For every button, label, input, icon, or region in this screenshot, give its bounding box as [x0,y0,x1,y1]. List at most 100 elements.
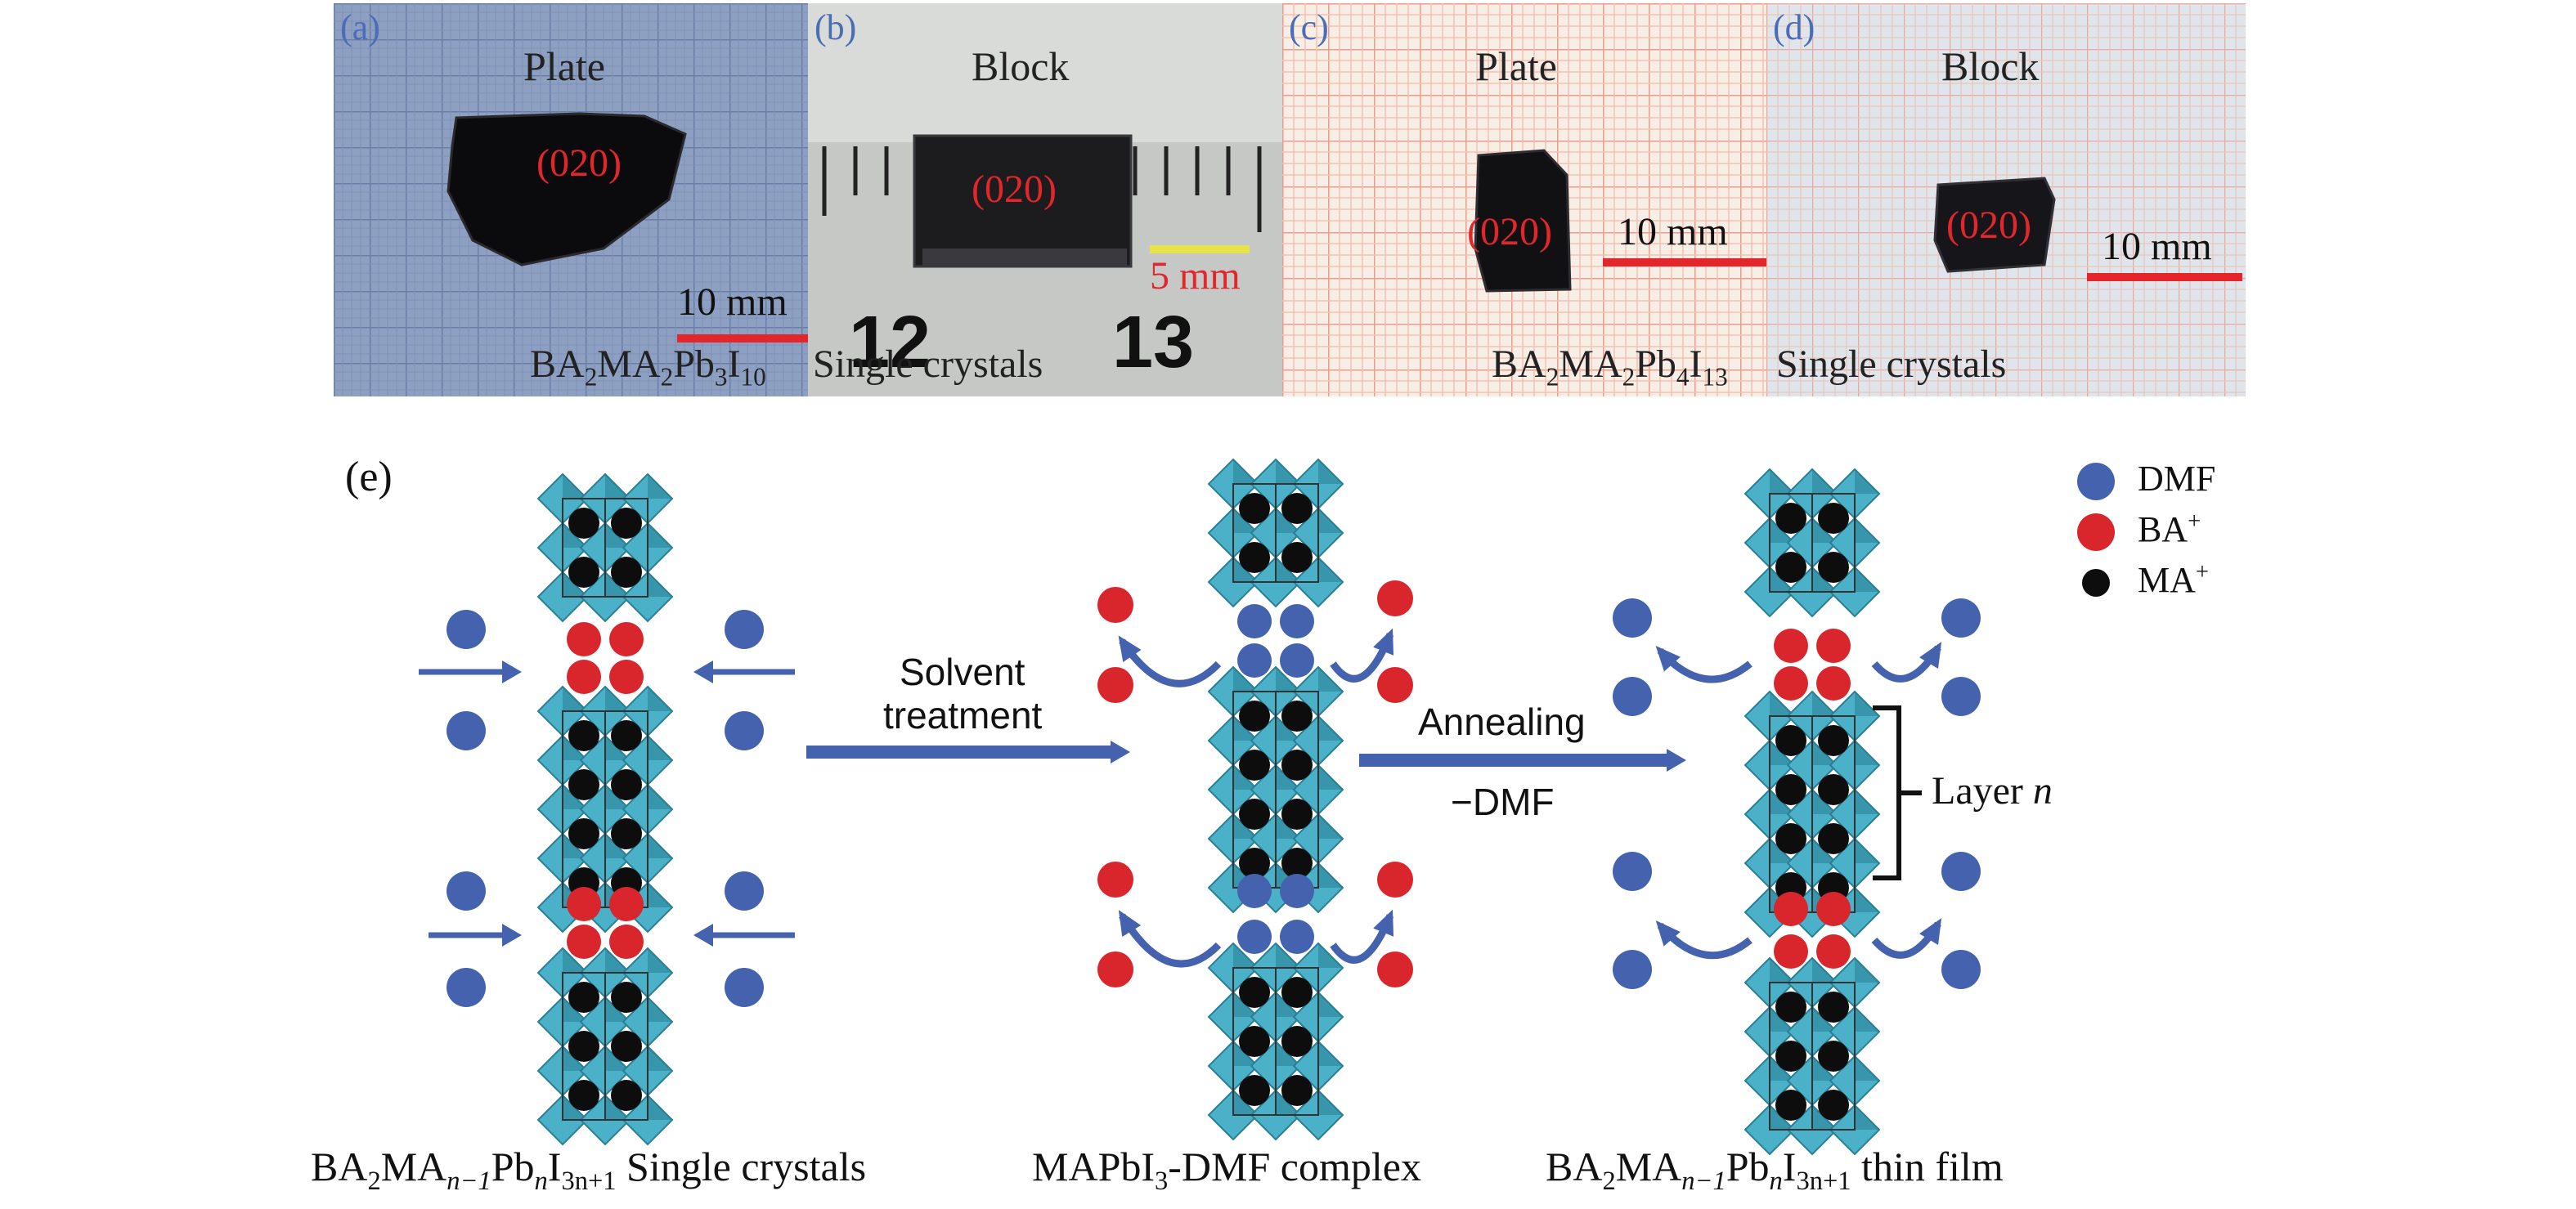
complex-slab-top-ma-cation [1281,493,1313,524]
crystal-slab-mid-ma-cation [568,720,599,751]
legend-swatch-ba [2077,513,2115,551]
complex-slab-bottom-ma-cation [1281,1026,1313,1057]
annealing-arrow-head [1667,749,1686,772]
complex-slab-top-octahedron [1250,458,1302,510]
film-slab-top-ma-cation [1775,503,1806,534]
crystal-slab-bottom-octahedron [622,1045,674,1097]
film-slab-mid-octahedron-shade [1855,839,1879,863]
complex-slab-bottom-octahedron-shade [1233,943,1258,968]
complex-dmf-molecule [1280,604,1314,638]
complex-slab-top-octahedron [1207,458,1259,510]
crystal-slab-mid-octahedron [579,881,631,934]
complex-slab-bottom-octahedron [1250,1089,1302,1141]
crystal-slab-mid-octahedron [579,734,631,786]
dmf-inflow-arrow-head [502,660,522,683]
film-slab-mid-octahedron [1829,690,1881,742]
crystal-slab-bottom-octahedron-shade [563,1095,587,1120]
complex-slab-bottom-octahedron [1292,1040,1344,1092]
crystal-slab-bottom-octahedron [579,1094,631,1146]
crystal-slab-top-octahedron-shade [648,572,672,597]
crystal-ba-cation [567,887,601,921]
crystal-slab-mid-octahedron-shade [648,785,672,809]
crystal-slab-top-octahedron-shade [563,572,587,597]
complex-slab-mid-octahedron [1292,763,1344,816]
crystal-slab-top-octahedron-shade [605,572,630,597]
complex-slab-mid-octahedron [1250,862,1302,914]
film-slab-bottom-octahedron [1829,1055,1881,1107]
film-slab-top-octahedron [1744,468,1796,520]
complex-slab-mid-octahedron [1292,665,1344,718]
crystal-slab-top-octahedron [536,571,589,623]
step2-label-line2: −DMF [1451,781,1555,823]
film-slab-top-octahedron [1744,517,1796,569]
film-dmf-molecule [1613,677,1652,716]
crystal-slab-top-ma-cation [611,508,642,539]
crystal-slab-top-octahedron-shade [563,474,587,499]
dmf-inflow-arrow-head [693,924,713,947]
film-slab-mid-octahedron [1744,886,1796,938]
film-slab-mid-octahedron-shade [1812,692,1837,716]
complex-ba-cation [1377,667,1413,703]
complex-slab-mid-octahedron [1292,813,1344,865]
dmf-release-arrow [1657,923,1752,960]
film-slab-top-octahedron [1829,468,1881,520]
film-ba-cation [1774,934,1808,969]
crystal-slab-bottom-octahedron [622,1094,674,1146]
crystal-slab-top-ma-cation [611,557,642,588]
film-slab-top-octahedron [1786,517,1838,569]
step2-label-line1: Annealing [1418,701,1586,743]
complex-slab-mid-octahedron-shade [1276,667,1300,692]
film-slab-mid-octahedron [1744,739,1796,791]
crystal-slab-bottom-octahedron [579,1045,631,1097]
complex-slab-bottom-octahedron [1292,991,1344,1043]
crystal-slab-bottom-ma-cation [611,1080,642,1111]
dmf-release-arrow [1871,645,1941,683]
crystal-slab-mid-lattice-frame [562,710,648,908]
complex-dmf-molecule [1280,920,1314,954]
crystal-slab-bottom-octahedron-shade [563,1046,587,1071]
film-dmf-molecule [1941,852,1981,891]
complex-slab-mid-octahedron-shade [1276,765,1300,790]
complex-slab-bottom-octahedron [1292,942,1344,994]
panel-a-label: (a) [340,7,380,47]
ba-exchange-arrow [1330,914,1394,964]
film-slab-mid-ma-cation [1818,823,1849,854]
complex-slab-top-octahedron-shade [1318,508,1343,533]
complex-slab-top-octahedron-shade [1276,557,1300,582]
complex-slab-top-octahedron [1250,556,1302,608]
crystal-slab-bottom-octahedron [579,996,631,1048]
ba-exchange-arrow-head [1373,909,1394,937]
crystal-dmf-molecule [725,610,764,649]
crystal-slab-top-octahedron [579,522,631,574]
film-slab-mid-octahedron [1829,739,1881,791]
complex-slab-mid-ma-cation [1239,799,1270,830]
complex-slab-bottom-octahedron [1250,942,1302,994]
panel-c-title: Plate [1475,43,1557,89]
scale-bar-d [2087,273,2242,281]
complex-slab-top-octahedron [1292,507,1344,559]
complex-slab-mid-octahedron-shade [1276,814,1300,839]
crystal-slab-mid-octahedron [622,832,674,884]
film-slab-mid-octahedron-shade [1770,888,1794,912]
complex-ba-cation [1377,952,1413,987]
crystal-slab-bottom-octahedron [579,947,631,999]
complex-slab-mid-ma-cation [1239,701,1270,732]
complex-dmf-molecule [1237,920,1272,954]
crystal-slab-mid-octahedron [622,685,674,737]
crystal-slab-top-ma-cation [568,508,599,539]
film-slab-mid-octahedron-shade [1812,741,1837,765]
panel-b-label: (b) [815,7,857,47]
dmf-inflow-arrow-head [502,924,522,947]
crystal-ba-cation [609,660,644,694]
dmf-release-arrow-head [1919,918,1942,945]
panel-a-formula: BA2MA2Pb3I10 [530,343,766,392]
crystal-slab-mid-octahedron-shade [605,687,630,711]
ba-exchange-arrow-head [1118,635,1142,662]
crystal-slab-mid-octahedron-shade [563,834,587,858]
film-slab-top-octahedron-shade [1855,567,1879,592]
crystal-dmf-molecule [447,871,486,911]
crystal-dmf-molecule [447,968,486,1007]
crystal-slab-bottom-octahedron [536,996,589,1048]
panel-c-background [1282,3,1766,396]
film-slab-bottom-octahedron-shade [1770,1007,1794,1032]
